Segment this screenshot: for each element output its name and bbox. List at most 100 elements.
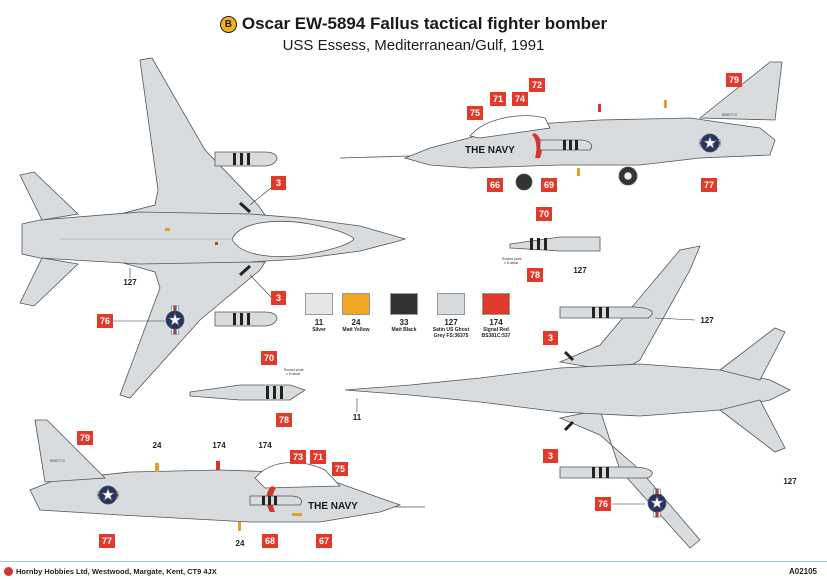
underside-tail-upper <box>719 327 786 381</box>
paint-24-sl-b: 24 <box>236 539 245 548</box>
paint-11-under: 11 <box>353 413 362 422</box>
paint-name: Matt Black <box>391 327 417 333</box>
svg-text:66: 66 <box>490 180 500 190</box>
top-view-pod-lower <box>214 311 278 327</box>
svg-text:73: 73 <box>293 452 303 462</box>
decal-75-sr: 75 <box>467 106 483 120</box>
decal-67-sl: 67 <box>316 534 332 548</box>
side-left-navy-label: THE NAVY <box>308 501 358 512</box>
underside-tail-lower <box>719 399 786 453</box>
decal-3-top-b: 3 <box>249 274 286 305</box>
decal-66-sr: 66 <box>487 178 503 192</box>
paint-number: 127 <box>444 318 458 327</box>
decal-78-pod-l: 78 <box>276 413 292 427</box>
paint-swatch-127: 127 Satin US Ghost Grey FS:36375 <box>433 293 469 339</box>
paint-swatch-24: 24 Matt Yellow <box>339 293 373 333</box>
decal-73-sl: 73 <box>290 450 306 464</box>
title-line: B Oscar EW-5894 Fallus tactical fighter … <box>0 14 827 34</box>
paint-name: Signal Red BS381C:537 <box>481 327 511 339</box>
side-left-pod <box>249 495 302 506</box>
underside-lower-wing <box>558 409 701 549</box>
paint-chip <box>305 293 333 315</box>
svg-text:75: 75 <box>470 108 480 118</box>
top-view-lower-wing <box>119 261 266 399</box>
decal-3-under-a: 3 <box>543 331 558 345</box>
decal-callouts: 3 3 76 75 71 74 72 6 <box>77 73 742 548</box>
svg-text:71: 71 <box>313 452 323 462</box>
decal-70-pod-r: 70 <box>536 207 552 221</box>
decal-76-top: 76 <box>97 314 165 328</box>
paint-callouts: 127 127 127 127 11 24 24 174 174 <box>123 266 797 548</box>
paint-number: 24 <box>351 318 361 327</box>
pod-detail-left: Rocket pods x 8 decal <box>189 368 306 401</box>
paint-chip <box>342 293 370 315</box>
side-left-serial: 90577-0 <box>50 458 65 463</box>
decal-76-under: 76 <box>595 497 645 511</box>
footer: Hornby Hobbies Ltd, Westwood, Margate, K… <box>0 561 827 580</box>
pod-note-right-1: Rocket pods <box>502 257 522 261</box>
decal-70-pod-l: 70 <box>261 351 277 365</box>
pod-detail-right: Rocket pods x 8 decal <box>502 236 601 265</box>
side-right-pod <box>539 139 592 151</box>
decal-77-sr: 77 <box>701 178 717 192</box>
paint-name: Satin US Ghost Grey FS:36375 <box>432 327 470 339</box>
paint-174-sl-a: 174 <box>212 441 226 450</box>
svg-text:70: 70 <box>264 353 274 363</box>
svg-text:79: 79 <box>80 433 90 443</box>
svg-text:76: 76 <box>100 316 110 326</box>
paint-number: 33 <box>399 318 409 327</box>
decal-3-under-b: 3 <box>543 449 558 463</box>
pod-note-left-1: Rocket pods <box>284 368 304 372</box>
decal-79-sl: 79 <box>77 431 93 445</box>
svg-text:77: 77 <box>102 536 112 546</box>
top-view-canopy <box>231 220 355 258</box>
pod-note-left-2: x 8 decal <box>286 372 300 376</box>
side-view-left-canopy <box>254 462 341 489</box>
paint-number: 11 <box>314 318 324 327</box>
underside-view-aircraft <box>344 245 791 549</box>
top-view-aircraft <box>19 57 407 399</box>
top-view-tailplane-lower <box>19 257 79 307</box>
decal-3-top-a: 3 <box>249 176 286 206</box>
svg-text:3: 3 <box>548 451 553 461</box>
paint-swatch-33: 33 Matt Black <box>387 293 421 333</box>
paint-chip <box>482 293 510 315</box>
svg-text:78: 78 <box>279 415 289 425</box>
sheet-code: A02105 <box>788 567 817 576</box>
svg-text:71: 71 <box>493 94 503 104</box>
paint-127-top: 127 <box>123 278 137 287</box>
svg-text:3: 3 <box>276 293 281 303</box>
underside-pod-upper <box>559 306 653 319</box>
paint-24-sl-a: 24 <box>153 441 162 450</box>
paint-chip <box>437 293 465 315</box>
decal-72-sr: 72 <box>529 78 545 92</box>
decal-75-sl: 75 <box>332 462 348 476</box>
paint-127-pod: 127 <box>573 266 587 275</box>
underside-fuselage <box>344 363 791 417</box>
svg-text:77: 77 <box>704 180 714 190</box>
svg-text:68: 68 <box>265 536 275 546</box>
side-view-left-aircraft: THE NAVY 90577-0 <box>29 419 425 531</box>
svg-text:76: 76 <box>598 499 608 509</box>
brand-logo-icon <box>4 567 13 576</box>
side-view-left-fin <box>34 419 106 483</box>
underside-pod-lower <box>559 466 653 479</box>
side-right-navy-label: THE NAVY <box>465 145 515 156</box>
svg-text:79: 79 <box>729 75 739 85</box>
svg-text:75: 75 <box>335 464 345 474</box>
top-view-pod-upper <box>214 151 278 167</box>
paint-chip <box>390 293 418 315</box>
paint-name: Silver <box>312 327 326 333</box>
svg-text:67: 67 <box>319 536 329 546</box>
footer-company: Hornby Hobbies Ltd, Westwood, Margate, K… <box>4 567 217 576</box>
side-view-right-canopy <box>469 115 551 139</box>
decal-78-pod-r: 78 <box>527 268 543 282</box>
top-view-tailplane-upper <box>19 171 79 221</box>
paint-174-sl-b: 174 <box>258 441 272 450</box>
svg-text:72: 72 <box>532 80 542 90</box>
decal-69-sr: 69 <box>541 178 557 192</box>
decal-68-sl: 68 <box>262 534 278 548</box>
page-subtitle: USS Essess, Mediterranean/Gulf, 1991 <box>282 37 545 54</box>
decal-79-sr: 79 <box>726 73 742 87</box>
